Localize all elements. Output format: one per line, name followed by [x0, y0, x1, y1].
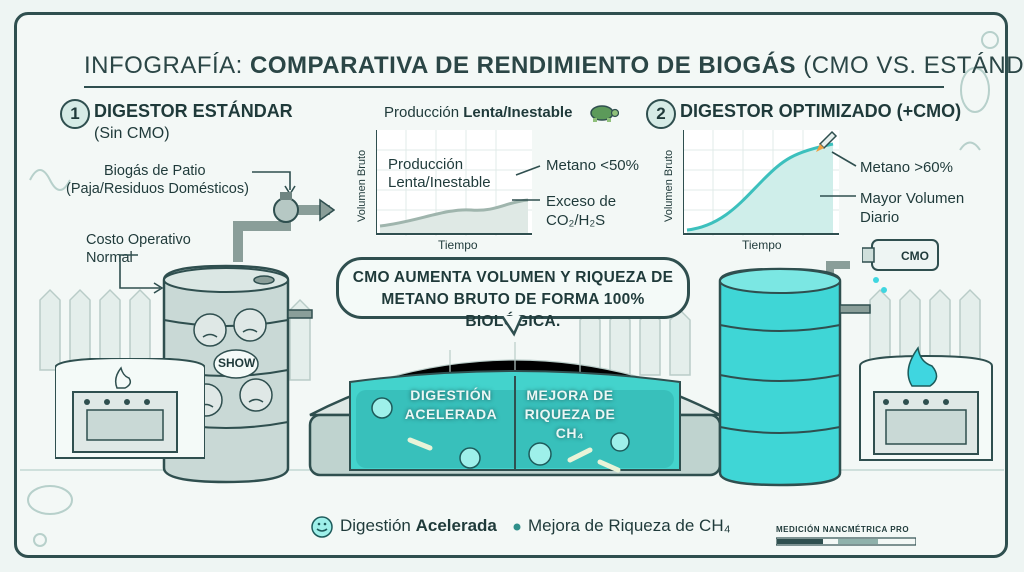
title-prefix: INFOGRAFÍA:	[84, 52, 243, 79]
optimized-drum	[718, 261, 871, 487]
left-x-label: Tiempo	[438, 238, 478, 252]
biogas-label: Biogás de Patio	[104, 163, 206, 180]
bubble-line1: CMO AUMENTA VOLUMEN Y RIQUEZA DE	[352, 269, 674, 286]
bubble-tail	[500, 316, 524, 337]
tank-label-right-2: RIQUEZA DE CH₄	[524, 406, 616, 441]
title-suffix: (CMO VS. ESTÁNDAR)	[803, 52, 1024, 79]
badge-bar	[776, 537, 916, 546]
tank-label-left: DIGESTIÓN ACELERADA	[396, 386, 506, 424]
left-chart-title: Producción Lenta/Inestable	[384, 104, 572, 121]
left-chart	[376, 130, 532, 236]
rocket-icon	[816, 130, 838, 152]
tank-label-right-1: MEJORA DE	[526, 387, 614, 403]
page-title: INFOGRAFÍA: COMPARATIVA DE RENDIMIENTO D…	[84, 52, 1024, 80]
right-stove-icon	[859, 346, 993, 461]
right-chart	[683, 130, 839, 236]
left-curve	[379, 198, 529, 228]
callout-methane-high: Metano >60%	[860, 159, 953, 176]
left-header: DIGESTOR ESTÁNDAR	[94, 101, 293, 121]
legend-item-1: Digestión Acelerada	[340, 516, 497, 536]
left-chart-title-bold: Lenta/Inestable	[463, 104, 573, 121]
smiley-microbe-icon	[311, 516, 333, 538]
right-x-label: Tiempo	[742, 238, 782, 252]
turtle-icon	[590, 105, 619, 122]
step-number-1: 1	[60, 99, 90, 129]
left-stove-icon	[55, 358, 205, 459]
legend-item-2: Mejora de Riqueza de CH₄	[528, 516, 731, 535]
legend-item-1-prefix: Digestión	[340, 516, 416, 535]
drum-label: SHOW	[218, 356, 256, 370]
measurement-badge: MEDICIÓN NANCMÉTRICA PRO	[776, 525, 910, 534]
left-chart-inner-1: Producción	[388, 156, 464, 173]
left-chart-inner-2: Lenta/Inestable	[388, 174, 491, 191]
right-curve	[686, 142, 834, 232]
callout-excess-2: CO₂/H₂S	[546, 212, 606, 229]
cost-label-2: Normal	[86, 250, 133, 266]
title-main: COMPARATIVA DE RENDIMIENTO DE BIOGÁS	[250, 52, 797, 79]
tank-label-left-2: ACELERADA	[404, 406, 498, 422]
left-chart-title-prefix: Producción	[384, 104, 464, 121]
digestion-tank	[308, 342, 722, 477]
biogas-label-2: (Paja/Residuos Domésticos)	[66, 181, 249, 197]
callout-excess-1: Exceso de	[546, 193, 617, 210]
callout-volume-2: Diario	[860, 209, 900, 226]
bottle-label: CMO	[901, 249, 929, 263]
callout-methane-low: Metano <50%	[546, 157, 639, 174]
legend-dot	[513, 523, 521, 531]
legend-item-1-bold: Acelerada	[415, 516, 497, 535]
left-subheader: (Sin CMO)	[94, 125, 170, 142]
step-number-2: 2	[646, 99, 676, 129]
biogas-label-line1: Biogás de Patio	[104, 163, 206, 179]
callout-volume-1: Mayor Volumen	[860, 190, 965, 207]
right-header: DIGESTOR OPTIMIZADO (+CMO)	[680, 101, 962, 121]
tank-label-left-1: DIGESTIÓN	[410, 387, 492, 403]
cmo-bottle-icon	[862, 239, 939, 293]
tank-label-right: MEJORA DE RIQUEZA DE CH₄	[510, 386, 630, 443]
title-underline	[84, 86, 944, 88]
cost-label-1: Costo Operativo	[86, 232, 191, 248]
